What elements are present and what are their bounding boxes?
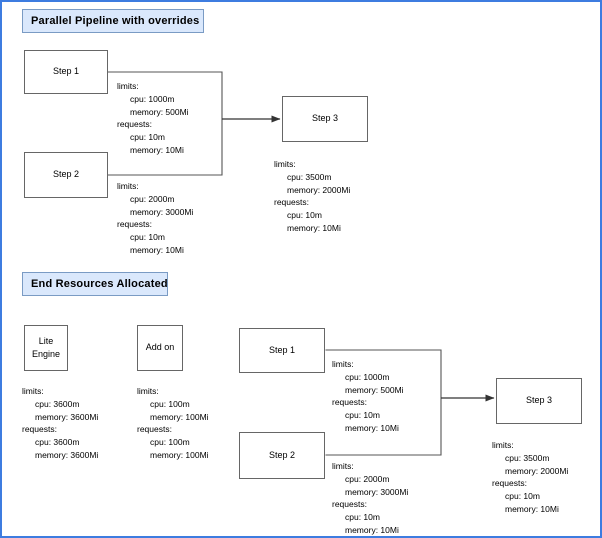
limits-cpu: cpu: 3500m: [505, 452, 550, 463]
node-top-step-3-label: Step 3: [311, 113, 339, 124]
requests-label: requests:: [117, 119, 152, 130]
limits-memory: memory: 3000Mi: [130, 206, 194, 217]
node-top-step-3[interactable]: Step 3: [282, 96, 368, 142]
limits-label: limits:: [22, 386, 44, 396]
requests-memory: memory: 10Mi: [345, 422, 399, 433]
node-top-step-1[interactable]: Step 1: [24, 50, 108, 94]
resources-bottom-step-2: limits: cpu: 2000m memory: 3000Mi reques…: [332, 460, 409, 536]
section-title-end-resources: End Resources Allocated: [22, 272, 168, 296]
limits-memory: memory: 3600Mi: [35, 411, 99, 422]
requests-cpu: cpu: 10m: [287, 210, 322, 220]
requests-memory: memory: 10Mi: [505, 503, 559, 514]
requests-label: requests:: [332, 397, 367, 408]
resources-top-step-3: limits: cpu: 3500m memory: 2000Mi reques…: [274, 158, 350, 235]
limits-label: limits:: [492, 440, 514, 450]
limits-label: limits:: [332, 461, 354, 471]
limits-label: limits:: [117, 181, 139, 191]
requests-memory: memory: 10Mi: [130, 244, 184, 255]
limits-cpu: cpu: 100m: [150, 398, 190, 409]
node-bottom-step-3[interactable]: Step 3: [496, 378, 582, 424]
limits-label: limits:: [137, 386, 159, 396]
requests-memory: memory: 100Mi: [150, 449, 209, 460]
resources-top-step-1: limits: cpu: 1000m memory: 500Mi request…: [117, 80, 189, 157]
requests-cpu: cpu: 10m: [505, 491, 540, 501]
section-title-parallel-pipeline: Parallel Pipeline with overrides: [22, 9, 204, 33]
requests-label: requests:: [137, 424, 172, 435]
node-bottom-step-1[interactable]: Step 1: [239, 328, 325, 373]
node-add-on[interactable]: Add on: [137, 325, 183, 371]
node-lite-engine-label-line2: Engine: [31, 349, 61, 359]
limits-cpu: cpu: 3600m: [35, 398, 80, 409]
limits-cpu: cpu: 1000m: [345, 371, 390, 382]
node-top-step-2-label: Step 2: [52, 169, 80, 180]
node-lite-engine-label-line1: Lite: [38, 335, 54, 346]
limits-memory: memory: 100Mi: [150, 411, 209, 422]
requests-memory: memory: 10Mi: [130, 144, 184, 155]
node-bottom-step-2-label: Step 2: [268, 449, 296, 460]
limits-memory: memory: 2000Mi: [505, 465, 569, 476]
requests-label: requests:: [117, 219, 152, 230]
requests-label: requests:: [332, 499, 367, 510]
resources-bottom-step-1: limits: cpu: 1000m memory: 500Mi request…: [332, 358, 404, 435]
requests-label: requests:: [274, 197, 309, 208]
limits-label: limits:: [117, 81, 139, 91]
node-bottom-step-2[interactable]: Step 2: [239, 432, 325, 479]
resources-lite-engine: limits: cpu: 3600m memory: 3600Mi reques…: [22, 385, 98, 462]
node-add-on-label: Add on: [145, 342, 175, 353]
limits-label: limits:: [274, 159, 296, 169]
node-top-step-1-label: Step 1: [52, 66, 80, 77]
limits-label: limits:: [332, 359, 354, 369]
requests-cpu: cpu: 100m: [150, 437, 190, 447]
requests-cpu: cpu: 10m: [345, 512, 380, 522]
node-lite-engine[interactable]: Lite Engine: [24, 325, 68, 371]
requests-cpu: cpu: 3600m: [35, 437, 80, 447]
node-top-step-2[interactable]: Step 2: [24, 152, 108, 198]
requests-memory: memory: 3600Mi: [35, 449, 99, 460]
limits-cpu: cpu: 3500m: [287, 171, 332, 182]
limits-memory: memory: 500Mi: [345, 384, 404, 395]
limits-memory: memory: 3000Mi: [345, 486, 409, 497]
node-bottom-step-1-label: Step 1: [268, 344, 296, 355]
limits-cpu: cpu: 2000m: [345, 473, 390, 484]
requests-memory: memory: 10Mi: [287, 222, 341, 233]
limits-cpu: cpu: 1000m: [130, 93, 175, 104]
limits-memory: memory: 2000Mi: [287, 184, 351, 195]
limits-memory: memory: 500Mi: [130, 106, 189, 117]
node-bottom-step-3-label: Step 3: [525, 395, 553, 406]
requests-cpu: cpu: 10m: [345, 410, 380, 420]
requests-label: requests:: [492, 478, 527, 489]
resources-add-on: limits: cpu: 100m memory: 100Mi requests…: [137, 385, 209, 462]
resources-bottom-step-3: limits: cpu: 3500m memory: 2000Mi reques…: [492, 439, 568, 516]
requests-cpu: cpu: 10m: [130, 132, 165, 142]
requests-label: requests:: [22, 424, 57, 435]
limits-cpu: cpu: 2000m: [130, 193, 175, 204]
requests-memory: memory: 10Mi: [345, 524, 399, 535]
resources-top-step-2: limits: cpu: 2000m memory: 3000Mi reques…: [117, 180, 193, 257]
requests-cpu: cpu: 10m: [130, 232, 165, 242]
